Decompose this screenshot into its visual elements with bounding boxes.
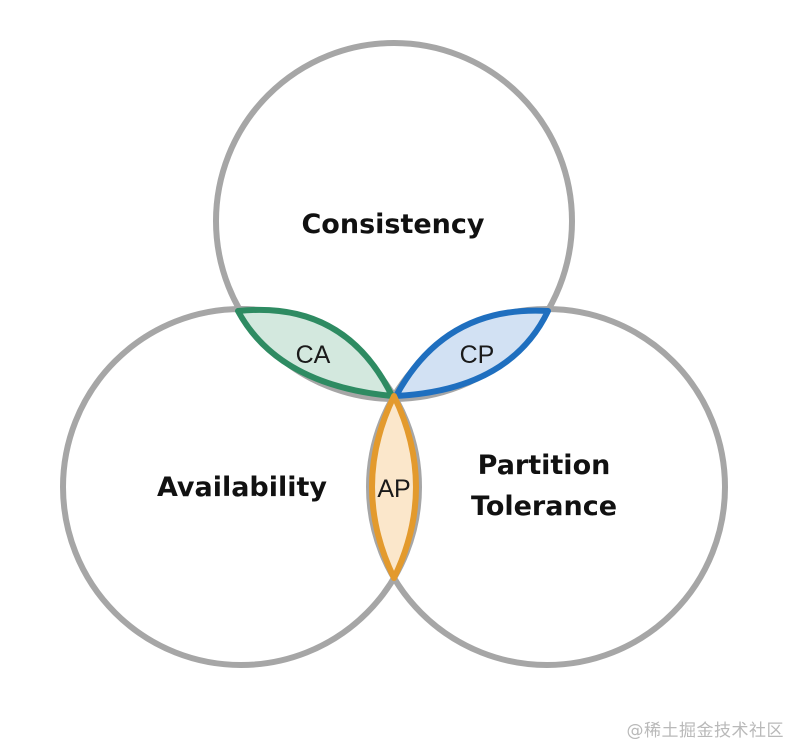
ca-label: CA [296,341,331,369]
watermark-text: @稀土掘金技术社区 [626,721,784,741]
partition-label-line1: Partition [478,450,611,481]
ap-label: AP [377,475,410,503]
cp-label: CP [460,341,495,369]
partition-label-line2: Tolerance [471,491,617,522]
consistency-label: Consistency [301,209,484,240]
ap-overlap-region [369,393,419,581]
availability-label: Availability [157,472,327,503]
